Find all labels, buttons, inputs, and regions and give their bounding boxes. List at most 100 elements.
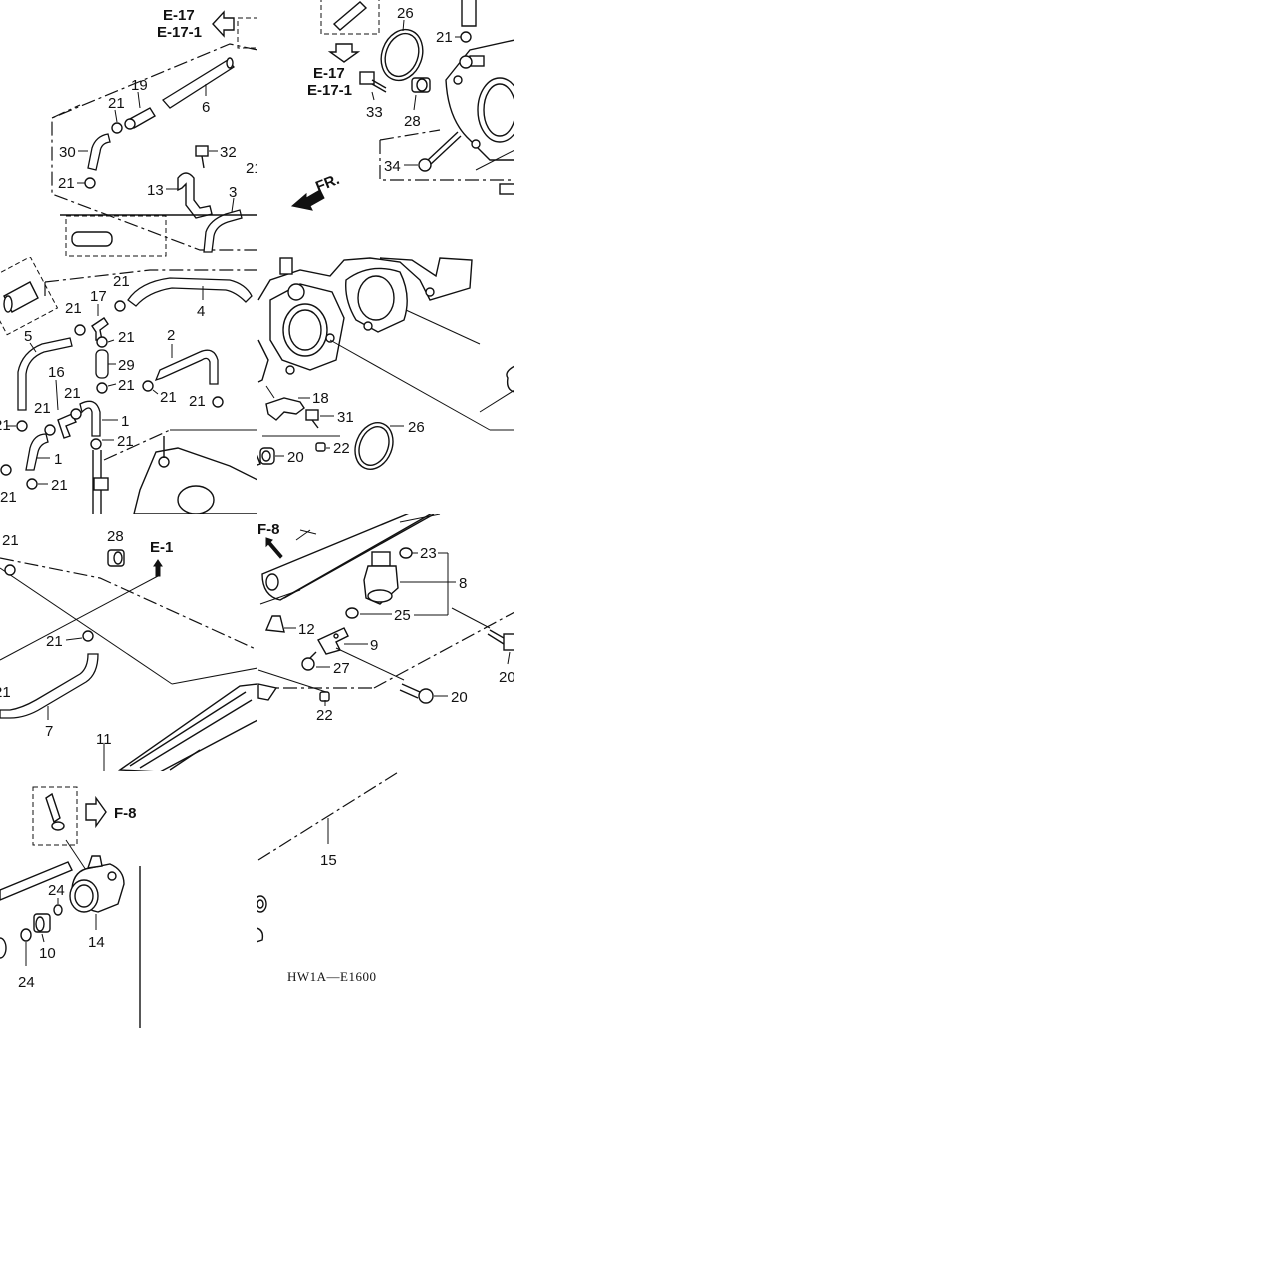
fuel-rail-11 [117,683,257,771]
bolt-20 [487,629,514,651]
label-20b: 20 [451,689,468,706]
tile-6: F-8 23 8 25 12 [257,514,514,724]
label-24a: 24 [48,882,65,899]
bracket-9 [317,627,349,655]
clamp-13 [177,172,213,219]
arrow-down-icon [327,43,361,63]
washer-24a [53,904,63,916]
label-23: 23 [420,545,437,562]
label-5: 5 [24,328,32,345]
fuel-rail [259,514,435,605]
label-22: 22 [333,440,350,457]
label-16: 16 [48,364,65,381]
front-direction-indicator: FR. [290,171,342,211]
label-21: 21 [436,29,453,46]
bolt-20 [399,683,434,704]
pin-22 [319,691,330,702]
hose-4 [127,277,253,307]
hose-2 [154,349,219,385]
label-32: 32 [220,144,237,161]
seal-25 [345,607,359,619]
label-21b: 21 [58,175,75,192]
bolt-33 [359,71,387,93]
label-21b: 21 [65,300,82,317]
label-21h: 21 [34,400,51,417]
pin-22 [315,442,326,452]
bolt-10 [33,913,51,933]
throttle-body [445,0,514,161]
label-21i: 21 [117,433,134,450]
direction-label: FR. [313,171,342,196]
label-21c: 21 [0,684,11,701]
label-6: 6 [202,99,210,116]
intake-manifold [257,257,514,431]
tile-5: 28 E-1 21 21 21 7 11 [0,528,257,771]
label-28: 28 [107,528,124,545]
label-4: 4 [197,303,205,320]
label-28: 28 [404,113,421,130]
label-21f: 21 [189,393,206,410]
label-3: 3 [229,184,237,201]
arrow-right-icon [85,795,107,829]
ref-e17-1: E-17-1 [157,24,202,41]
arrow-front-icon [290,189,325,211]
hose-1 [79,400,101,437]
label-21d: 21 [118,377,135,394]
label-26: 26 [408,419,425,436]
collar-28 [411,77,431,93]
arrow-up-left-icon [265,537,283,559]
ref-f8: F-8 [114,805,137,822]
hose-3 [203,209,243,253]
label-17: 17 [90,288,107,305]
ref-f8: F-8 [257,521,280,538]
label-8: 8 [459,575,467,592]
label-21e: 21 [160,389,177,406]
label-18: 18 [312,390,329,407]
label-15: 15 [320,852,337,869]
arrow-up-icon [153,559,163,577]
seal-23 [399,547,413,559]
label-19: 19 [131,77,148,94]
tile-3: 4 21 17 21 5 21 29 21 2 21 21 16 [0,257,257,514]
bolt-34 [418,131,462,172]
regulator-14 [69,855,125,913]
label-31: 31 [337,409,354,426]
label-26: 26 [397,5,414,22]
ref-e17: E-17 [163,7,195,24]
clip-21 [111,122,123,134]
label-11: 11 [96,731,112,748]
label-21g: 21 [64,385,81,402]
label-2: 2 [167,327,175,344]
label-25: 25 [394,607,411,624]
hose-7 [0,653,99,719]
collar-28 [107,549,125,567]
hose-6 [162,57,235,109]
hose-30 [87,133,111,171]
tile-4: 18 31 26 2 22 20 [248,257,514,470]
label-27: 27 [333,660,350,677]
label-21k: 21 [0,489,17,506]
label-21l: 21 [51,477,68,494]
label-33: 33 [366,104,383,121]
label-1a: 1 [121,413,129,430]
hose-5 [17,337,73,411]
label-2: 2 [248,428,256,445]
cushion-12 [264,615,285,633]
tile-2: E-17 E-17-1 26 28 33 21 [290,0,514,211]
label-30: 30 [59,144,76,161]
label-22: 22 [316,707,333,724]
label-1b: 1 [54,451,62,468]
label-21a: 21 [113,273,130,290]
ref-e1: E-1 [150,539,173,556]
label-21c: 21 [118,329,135,346]
bolt-27 [301,651,317,671]
label-7: 7 [45,723,53,740]
label-21c: 21 [246,160,263,177]
ref-e17-1: E-17-1 [307,82,352,99]
label-21a: 21 [108,95,125,112]
label-24b: 24 [18,974,35,991]
joint-19 [124,107,156,130]
label-14: 14 [88,934,105,951]
tile-7: F-8 14 24 10 24 [0,786,141,1028]
